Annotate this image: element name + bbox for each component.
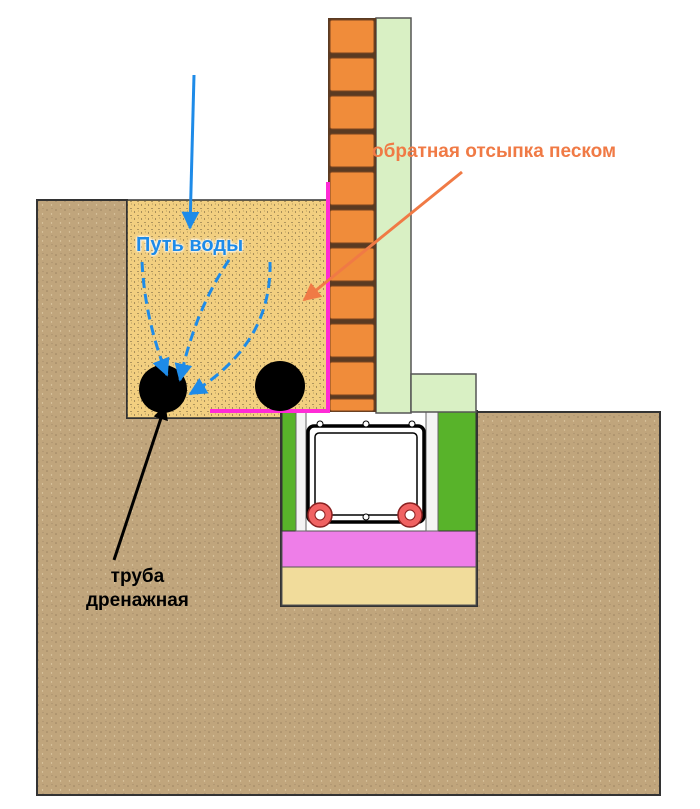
rebar-node (408, 420, 416, 428)
rebar-roll-left-core (314, 509, 326, 521)
brick (329, 171, 375, 206)
drain-pipe-left (139, 365, 187, 413)
formwork-right (425, 411, 439, 532)
brick (329, 361, 375, 396)
drain-pipe-right (255, 361, 305, 411)
brick (329, 133, 375, 168)
label-drain-pipe: труба дренажная (86, 565, 189, 613)
rebar-cage-inner (314, 432, 418, 516)
label-water-path: Путь воды (136, 234, 244, 256)
water-path-arrow (140, 261, 170, 377)
pipe-pointer-arrow (112, 404, 168, 561)
brick (329, 323, 375, 358)
base-sand-layer (281, 566, 477, 606)
brick (329, 57, 375, 92)
rebar-roll-right-core (404, 509, 416, 521)
water-path-arrow (188, 261, 272, 396)
brick (329, 285, 375, 320)
rebar-node (362, 420, 370, 428)
rebar-node (362, 513, 370, 521)
label-drain-pipe-line1: труба (110, 566, 165, 587)
brick (329, 209, 375, 244)
label-drain-pipe-line2: дренажная (86, 590, 189, 611)
water-path-arrow (174, 259, 231, 382)
label-sand-backfill: обратная отсыпка песком (372, 141, 617, 162)
wall-insulation (375, 17, 412, 414)
waterproofing-membrane (210, 182, 330, 413)
brick (329, 95, 375, 130)
formwork-left (295, 411, 307, 532)
sand-pointer-arrow (302, 170, 463, 302)
concrete-side-left (281, 411, 297, 532)
concrete-side-right (437, 411, 477, 532)
foundation-ledge (410, 373, 477, 413)
water-arrow-down (181, 74, 200, 230)
brick (329, 398, 375, 412)
brick-wall (328, 18, 376, 412)
brick (329, 19, 375, 54)
rebar-node (316, 420, 324, 428)
pink-layer (281, 530, 477, 568)
brick (329, 247, 375, 282)
